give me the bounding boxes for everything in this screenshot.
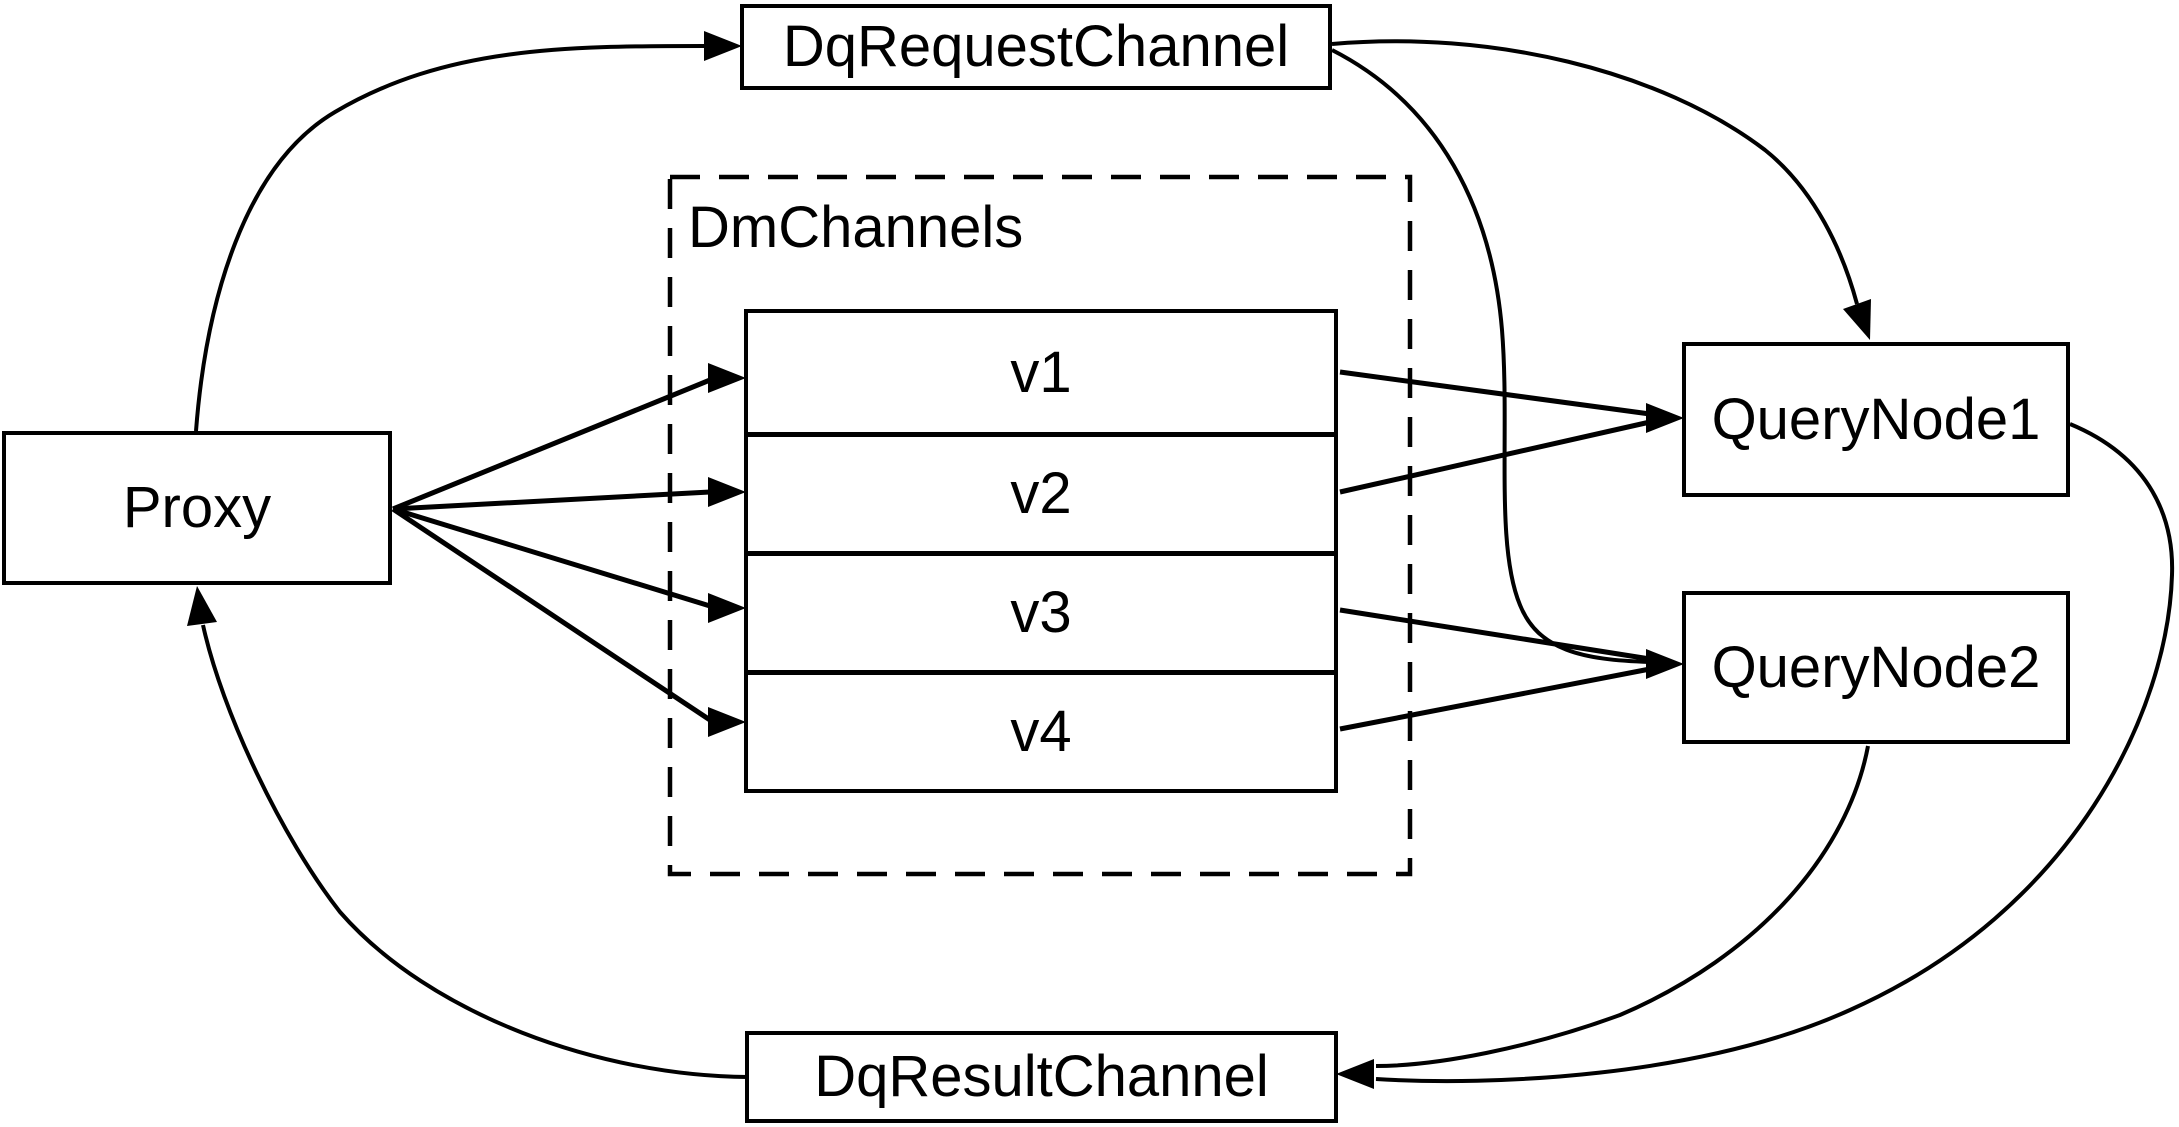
dm-channels-group-label: DmChannels	[688, 195, 1024, 260]
channel-row-v3: v3	[748, 551, 1334, 670]
arrowhead-into-v4	[708, 707, 746, 737]
arrowhead-into-v2	[708, 477, 746, 507]
channel-row-v1-label: v1	[1010, 339, 1072, 405]
channel-row-v4-label: v4	[1010, 699, 1072, 764]
edge-proxy-to-v4	[391, 506, 712, 723]
node-proxy-label: Proxy	[122, 475, 272, 540]
node-dq-result-channel-label: DqResultChannel	[814, 1044, 1269, 1109]
node-query-node-1: QueryNode1	[1682, 342, 2070, 497]
arrowhead-into-dq-result-channel	[1336, 1059, 1374, 1089]
edge-proxy-to-v3	[392, 506, 711, 609]
node-proxy: Proxy	[2, 431, 392, 585]
edge-proxy-to-v2	[392, 489, 711, 512]
arrowhead-into-query-node-2-left	[1646, 649, 1684, 679]
channel-row-v2-label: v2	[1010, 461, 1072, 526]
arrowhead-into-v1	[708, 363, 746, 393]
channel-row-v2: v2	[748, 432, 1334, 551]
edge-dq-result-channel-to-proxy	[201, 624, 749, 1079]
node-query-node-1-label: QueryNode1	[1711, 386, 2041, 452]
dm-channels-stack: v1 v2 v3 v4	[744, 309, 1338, 793]
edge-v4-to-query-node-2	[1339, 666, 1651, 732]
edge-proxy-to-dq-request-channel	[194, 44, 705, 432]
channel-row-v3-label: v3	[1010, 580, 1072, 645]
edge-dq-request-channel-to-query-node-2	[1331, 48, 1651, 664]
arrowhead-into-v3	[708, 593, 746, 623]
edge-v1-to-query-node-1	[1339, 369, 1651, 417]
node-dq-request-channel: DqRequestChannel	[740, 4, 1332, 90]
node-query-node-2: QueryNode2	[1682, 591, 2070, 744]
node-dq-request-channel-label: DqRequestChannel	[782, 14, 1290, 79]
arrowhead-into-proxy-bottom	[187, 586, 217, 626]
edge-query-node-2-to-dq-result-channel	[1375, 745, 1870, 1068]
arrowhead-into-dq-request-channel	[704, 31, 742, 61]
edge-query-node-1-to-dq-result-channel	[1375, 422, 2175, 1084]
arrowhead-into-query-node-1-left	[1646, 403, 1684, 433]
edge-v2-to-query-node-1	[1339, 419, 1651, 495]
node-dq-result-channel: DqResultChannel	[745, 1031, 1338, 1123]
edge-v3-to-query-node-2	[1339, 607, 1651, 662]
node-query-node-2-label: QueryNode2	[1711, 634, 2041, 700]
channel-row-v4: v4	[748, 670, 1334, 789]
edge-proxy-to-v1	[392, 377, 711, 512]
channel-row-v1: v1	[748, 313, 1334, 432]
edge-dq-request-channel-to-query-node-1	[1331, 39, 1859, 305]
arrowhead-into-query-node-1-top	[1843, 299, 1871, 340]
